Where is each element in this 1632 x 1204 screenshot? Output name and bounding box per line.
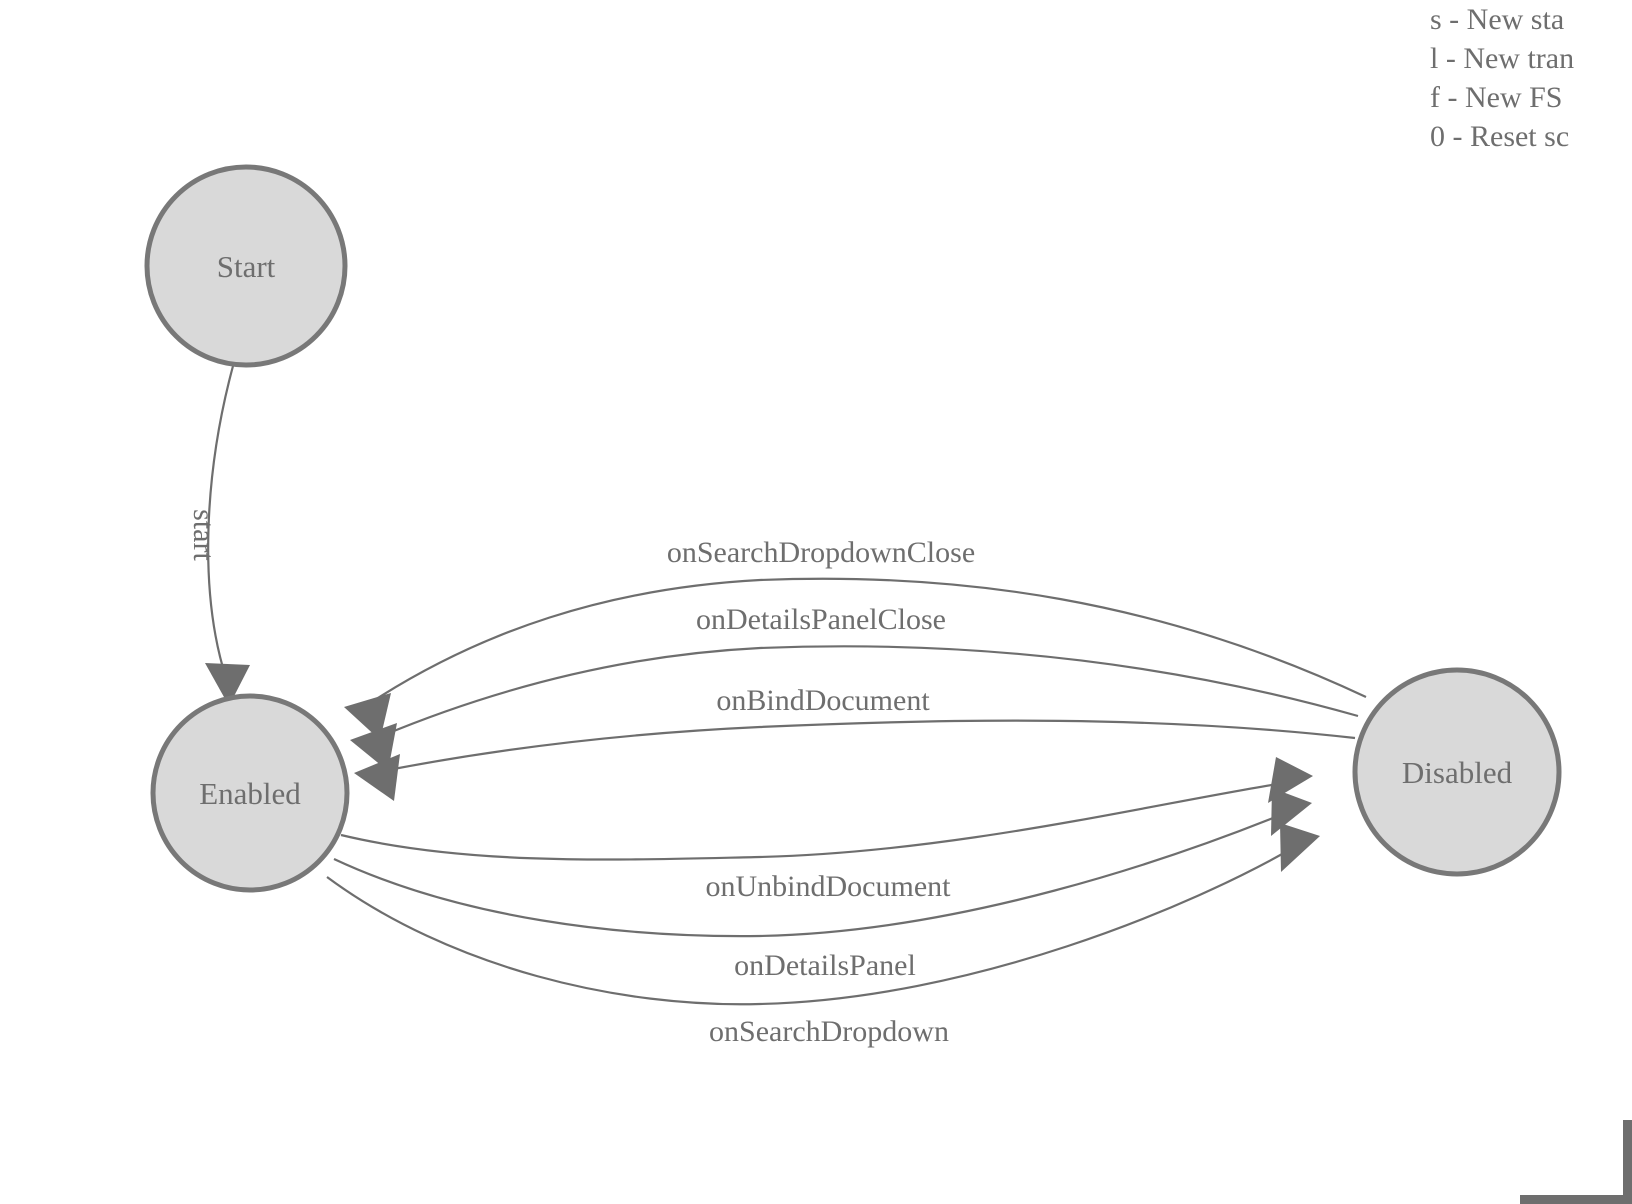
edge-label-ondetailspanel: onDetailsPanel bbox=[734, 949, 916, 982]
edge-label-start: start bbox=[187, 509, 220, 561]
edge-label-onbinddocument: onBindDocument bbox=[716, 684, 930, 717]
edge-label-ondetailspanelclose: onDetailsPanelClose bbox=[696, 603, 946, 636]
node-enabled-circle bbox=[150, 693, 350, 893]
horizontal-scrollbar-thumb[interactable] bbox=[1520, 1195, 1623, 1204]
edge-start[interactable] bbox=[205, 365, 250, 706]
edge-ondetailspanelclose-path bbox=[371, 645, 1359, 742]
hint-reset-scale: 0 - Reset sc bbox=[1430, 120, 1570, 153]
node-enabled-label: Enabled bbox=[199, 776, 301, 811]
node-start[interactable]: Start bbox=[144, 164, 348, 368]
edge-ondetailspanelclose[interactable] bbox=[350, 645, 1359, 771]
vertical-scrollbar-thumb[interactable] bbox=[1623, 1120, 1632, 1204]
edge-onunbinddocument-path bbox=[340, 780, 1291, 861]
edge-onsearchdropdownclose-path bbox=[363, 577, 1367, 708]
edge-ondetailspanelclose-arrowhead bbox=[350, 723, 397, 771]
node-enabled[interactable]: Enabled bbox=[150, 693, 350, 893]
edge-onsearchdropdown-path bbox=[326, 844, 1299, 1006]
edge-onsearchdropdown[interactable] bbox=[326, 823, 1320, 1006]
edge-start-arrowhead bbox=[205, 663, 250, 706]
edge-onsearchdropdown-arrowhead bbox=[1280, 823, 1320, 872]
node-disabled-label: Disabled bbox=[1402, 755, 1513, 790]
hint-new-fsm: f - New FS bbox=[1430, 81, 1563, 114]
edge-onsearchdropdownclose[interactable] bbox=[344, 577, 1367, 740]
node-start-label: Start bbox=[217, 249, 276, 284]
edge-onsearchdropdownclose-arrowhead bbox=[344, 693, 391, 740]
edge-onunbinddocument[interactable] bbox=[340, 757, 1313, 861]
hint-new-state: s - New sta bbox=[1430, 3, 1565, 36]
edge-ondetailspanel[interactable] bbox=[333, 788, 1312, 938]
node-start-circle bbox=[144, 164, 348, 368]
edge-start-path bbox=[207, 365, 235, 679]
node-disabled-circle bbox=[1352, 667, 1562, 877]
edge-label-onsearchdropdown: onSearchDropdown bbox=[709, 1015, 949, 1048]
edge-ondetailspanel-path bbox=[333, 810, 1289, 938]
hint-new-transition: l - New tran bbox=[1430, 42, 1575, 75]
edge-onbinddocument-path bbox=[377, 719, 1356, 774]
keyboard-hints-overlay: s - New sta l - New tran f - New FS 0 - … bbox=[1430, 0, 1632, 156]
edge-onbinddocument-arrowhead bbox=[354, 754, 400, 801]
edge-onbinddocument[interactable] bbox=[354, 719, 1356, 801]
edge-label-onsearchdropdownclose: onSearchDropdownClose bbox=[667, 536, 975, 569]
node-disabled[interactable]: Disabled bbox=[1352, 667, 1562, 877]
edge-label-onunbinddocument: onUnbindDocument bbox=[706, 870, 952, 903]
